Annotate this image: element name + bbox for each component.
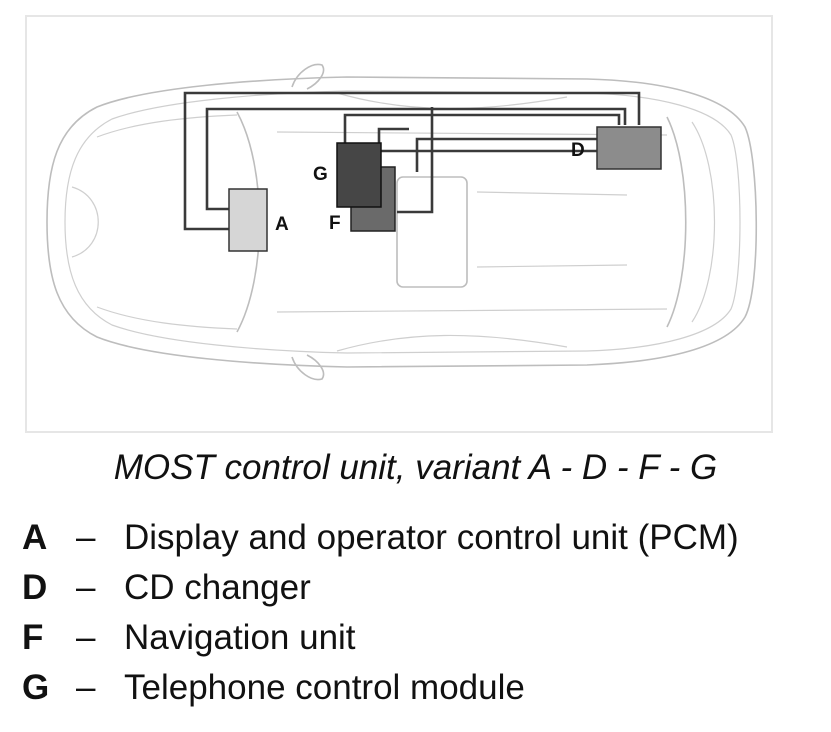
unit-a-box bbox=[228, 188, 268, 252]
legend-key: F bbox=[22, 618, 44, 657]
door-line-top bbox=[336, 92, 568, 110]
hood-line-top bbox=[96, 114, 238, 138]
unit-f-label: F bbox=[329, 213, 341, 234]
legend-item: A – Display and operator control unit (P… bbox=[22, 513, 822, 563]
legend-text: Navigation unit bbox=[124, 618, 356, 657]
legend-key: G bbox=[22, 668, 50, 707]
figure-caption: MOST control unit, variant A - D - F - G bbox=[113, 448, 718, 487]
car-body-outline bbox=[46, 76, 758, 368]
most-ring-wiring bbox=[183, 91, 641, 231]
legend-dash: – bbox=[76, 518, 96, 557]
legend-item: G – Telephone control module bbox=[22, 663, 822, 713]
unit-a-label: A bbox=[275, 214, 289, 235]
roof-line-1 bbox=[476, 191, 628, 196]
wire-G-top bbox=[343, 113, 621, 144]
unit-g-box bbox=[336, 142, 382, 208]
car-top-view-diagram: A D F G bbox=[46, 63, 758, 381]
legend-text: CD changer bbox=[124, 568, 311, 607]
wire-A-inner bbox=[205, 107, 627, 211]
hood-center bbox=[71, 186, 99, 258]
rear-window bbox=[666, 116, 687, 328]
car-diagram-figure: A D F G bbox=[25, 15, 773, 433]
legend-dash: – bbox=[76, 568, 96, 607]
wire-F-loop bbox=[377, 127, 409, 167]
legend-item: D – CD changer bbox=[22, 563, 822, 613]
hood-line-bottom bbox=[96, 306, 238, 330]
legend-key: A bbox=[22, 518, 48, 557]
control-units: A D F G bbox=[228, 126, 662, 252]
roof-rail-bottom bbox=[276, 308, 668, 313]
legend-text: Telephone control module bbox=[124, 668, 525, 707]
car-outline bbox=[46, 63, 758, 381]
legend-list: A – Display and operator control unit (P… bbox=[22, 513, 822, 713]
unit-g-label: G bbox=[313, 164, 328, 185]
legend-dash: – bbox=[76, 668, 96, 707]
legend-key: D bbox=[22, 568, 48, 607]
wire-A-outer bbox=[183, 91, 641, 231]
unit-d-box bbox=[596, 126, 662, 170]
rear-line bbox=[691, 121, 715, 323]
legend-text: Display and operator control unit (PCM) bbox=[124, 518, 739, 557]
roof-line-2 bbox=[476, 264, 628, 268]
unit-d-label: D bbox=[571, 140, 585, 161]
wire-D-left bbox=[415, 137, 597, 172]
legend-dash: – bbox=[76, 618, 96, 657]
wire-F-right bbox=[397, 107, 434, 214]
mirror-top bbox=[291, 63, 325, 90]
mirror-bottom bbox=[291, 354, 325, 381]
door-line-bottom bbox=[336, 334, 568, 352]
legend-item: F – Navigation unit bbox=[22, 613, 822, 663]
